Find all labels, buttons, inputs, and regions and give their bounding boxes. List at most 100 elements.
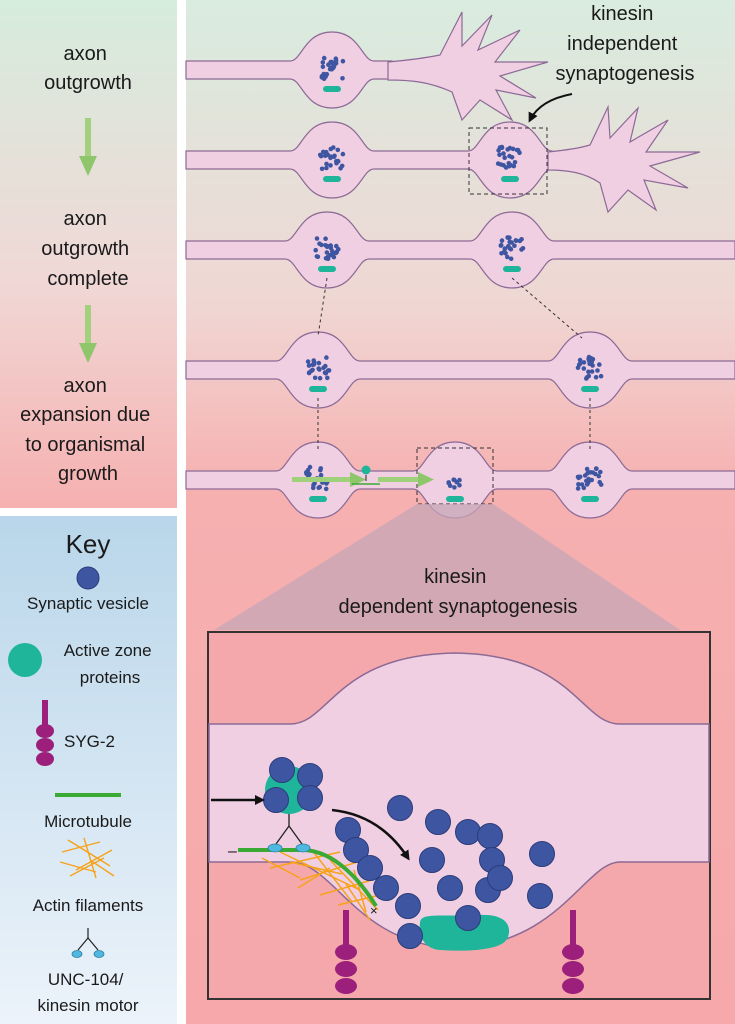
active-zone <box>309 496 327 502</box>
vesicle <box>335 147 341 153</box>
vesicle <box>317 375 323 381</box>
inset-vesicle <box>455 819 481 845</box>
vesicle <box>315 254 321 260</box>
vesicle <box>323 371 329 376</box>
vesicle <box>597 362 602 367</box>
vesicle <box>503 165 509 170</box>
vesicle <box>513 238 519 243</box>
vesicle <box>318 472 324 478</box>
vesicle <box>324 250 330 255</box>
vesicle <box>507 153 512 159</box>
vesicle <box>590 356 596 362</box>
vesicle <box>311 362 317 367</box>
inset-vesicle <box>477 823 503 849</box>
vesicle <box>519 247 524 252</box>
vesicle <box>586 369 591 375</box>
vesicle <box>502 155 508 160</box>
vesicle <box>457 483 462 488</box>
dependent-label: kinesin dependent synaptogenesis <box>338 566 577 618</box>
vesicle <box>577 474 583 480</box>
vesicle <box>320 64 326 70</box>
vesicle <box>328 243 334 248</box>
vesicle <box>579 482 585 487</box>
active-zone <box>446 496 464 502</box>
inset-vesicle <box>437 875 463 901</box>
vesicle <box>336 246 341 252</box>
vesicle <box>320 60 326 65</box>
inset-panel: – × <box>207 631 711 1000</box>
vesicle <box>577 361 583 367</box>
vesicle <box>316 485 322 491</box>
vesicle <box>318 467 323 473</box>
vesicle <box>507 239 512 245</box>
vesicle <box>312 375 318 381</box>
vesicle <box>584 466 590 472</box>
active-zone <box>503 266 521 272</box>
minus-end-label: – <box>228 843 237 860</box>
vesicle <box>324 355 329 360</box>
vesicle <box>454 479 460 485</box>
vesicle <box>584 482 590 487</box>
vesicle <box>586 354 592 360</box>
vesicle <box>323 363 328 369</box>
inset-vesicle <box>357 855 383 881</box>
vesicle <box>495 161 501 166</box>
inset-vesicle <box>425 809 451 835</box>
stages-panel <box>0 0 177 508</box>
inset-vesicle <box>343 837 369 863</box>
vesicle <box>306 370 312 375</box>
vesicle <box>595 368 600 373</box>
vesicle <box>310 367 315 373</box>
key-motor-icon <box>71 928 105 958</box>
active-zone <box>581 496 599 502</box>
vesicle <box>325 256 331 262</box>
vesicle <box>305 359 311 364</box>
key-active-zone-icon <box>8 643 42 677</box>
vesicle <box>581 485 587 491</box>
vesicle <box>598 469 603 475</box>
vesicle <box>501 151 506 156</box>
inset-vesicle <box>387 795 413 821</box>
vesicle <box>328 163 333 168</box>
key-active-zone-label: Active zone proteins <box>64 641 157 687</box>
vesicle <box>306 363 312 368</box>
vesicle <box>584 376 589 381</box>
vesicle <box>589 477 594 483</box>
vesicle <box>323 74 329 79</box>
inset-vesicle <box>455 905 481 931</box>
active-zone <box>323 176 341 182</box>
key-panel <box>0 516 177 1024</box>
vesicle <box>326 368 332 373</box>
stage-2-label: axon outgrowth complete <box>41 208 134 290</box>
independent-label: kinesin independent synaptogenesis <box>556 3 695 85</box>
vesicle <box>593 375 599 380</box>
vesicle <box>323 486 329 492</box>
vesicle <box>325 375 330 381</box>
vesicle <box>333 250 339 256</box>
vesicle <box>317 152 323 158</box>
vesicle <box>598 373 604 379</box>
vesicle <box>319 166 325 172</box>
stage-3-label: axon expansion due to organismal growth <box>20 375 156 485</box>
inset-axon <box>208 652 710 949</box>
inset-vesicle <box>297 785 323 811</box>
vesicle <box>506 161 512 166</box>
vesicle <box>498 243 504 248</box>
vesicle <box>340 76 345 81</box>
active-zone <box>501 176 519 182</box>
stage-arrow-2 <box>79 305 97 363</box>
key-microtubule-label: Microtubule <box>44 812 132 831</box>
vesicle <box>313 247 319 253</box>
axon-rows <box>185 31 735 519</box>
vesicle <box>317 241 322 246</box>
inset-syg2-left <box>335 910 357 994</box>
key-syg2-label: SYG-2 <box>64 732 115 751</box>
vesicle <box>512 243 517 248</box>
vesicle <box>505 147 511 152</box>
inset-vesicle <box>269 757 295 783</box>
vesicle <box>584 478 589 484</box>
vesicle <box>510 146 516 152</box>
vesicle <box>512 160 518 165</box>
vesicle <box>323 236 328 241</box>
growth-cone-1 <box>387 11 549 122</box>
